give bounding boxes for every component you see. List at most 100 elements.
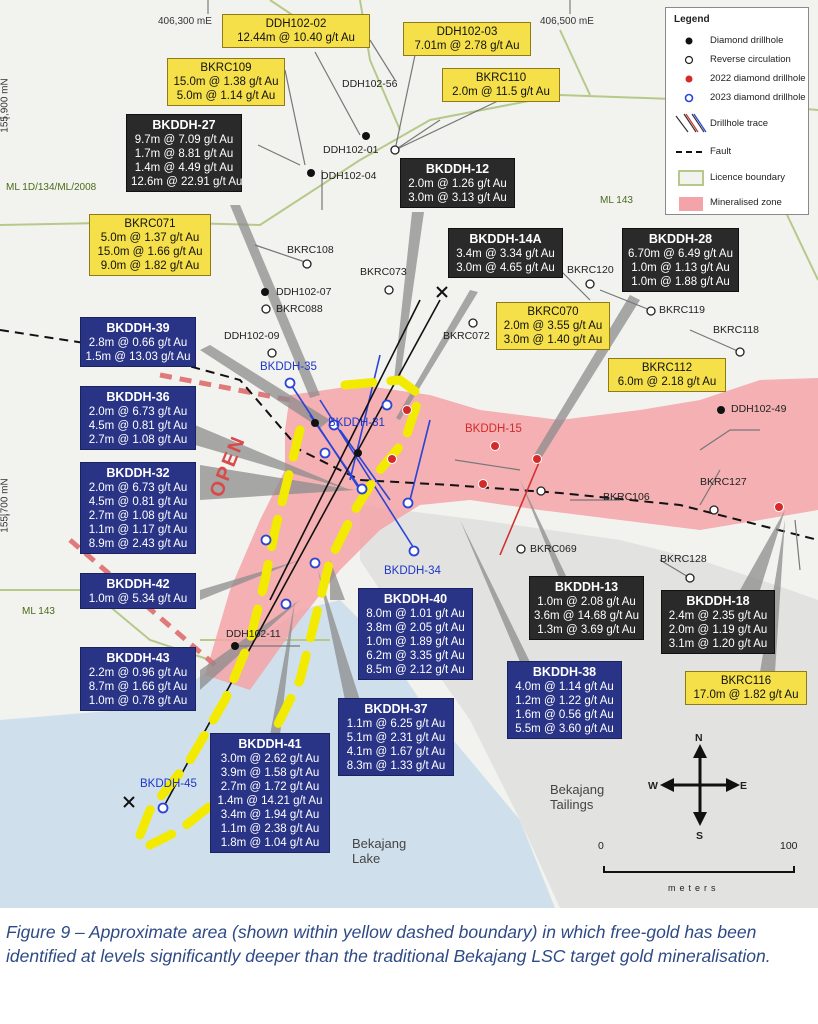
result-box-title: BKDDH-36 — [106, 390, 170, 404]
hole-label: BKRC106 — [603, 491, 650, 503]
result-box-title: BKDDH-28 — [648, 232, 713, 246]
result-box-line: 2.7m @ 1.72 g/t Au — [220, 781, 320, 793]
grid-east-label: 406,300 mE — [158, 16, 212, 27]
result-box-ddh102-03: DDH102-03 7.01m @ 2.78 g/t Au — [403, 22, 531, 56]
result-box-line: 9.0m @ 1.82 g/t Au — [100, 260, 200, 272]
result-box-line: 1.1m @ 2.38 g/t Au — [220, 823, 320, 835]
result-box-line: 8.0m @ 1.01 g/t Au — [366, 608, 465, 620]
leader-lines — [238, 39, 801, 647]
result-box-line: 7.01m @ 2.78 g/t Au — [414, 40, 520, 52]
grid-north-label: 155,700 mN — [0, 478, 11, 533]
result-box-line: 2.2m @ 0.96 g/t Au — [88, 667, 188, 679]
result-box-title: BKDDH-40 — [383, 592, 448, 606]
result-box-line: 2.0m @ 1.19 g/t Au — [668, 624, 768, 636]
result-box-line: 17.0m @ 1.82 g/t Au — [693, 689, 799, 701]
result-box-line: 1.4m @ 14.21 g/t Au — [217, 795, 323, 807]
result-box-line: 1.0m @ 0.78 g/t Au — [88, 695, 188, 707]
result-box-title: BKDDH-32 — [106, 466, 170, 480]
legend-item: 2023 diamond drillhole — [710, 92, 806, 103]
result-box-line: 3.8m @ 2.05 g/t Au — [366, 622, 465, 634]
result-box-line: 1.0m @ 2.08 g/t Au — [537, 596, 636, 608]
result-box-title: BKDDH-41 — [238, 737, 302, 751]
result-box-line: 1.0m @ 1.89 g/t Au — [366, 636, 465, 648]
hole-label: BKRC108 — [287, 244, 334, 256]
result-box-line: 1.8m @ 1.04 g/t Au — [220, 837, 320, 849]
result-box-title: BKDDH-39 — [106, 321, 170, 335]
result-box-line: 3.0m @ 3.13 g/t Au — [408, 192, 507, 204]
legend-item: Licence boundary — [710, 172, 785, 183]
hole-label: BKRC069 — [530, 543, 577, 555]
hole-label: BKRC118 — [713, 324, 759, 336]
result-box-line: 12.44m @ 10.40 g/t Au — [237, 32, 355, 44]
scale-bar — [603, 866, 795, 873]
result-box-ddh102-02: DDH102-02 12.44m @ 10.40 g/t Au — [222, 14, 370, 48]
2022-drillholes — [387, 405, 784, 512]
result-box-line: 15.0m @ 1.66 g/t Au — [97, 246, 203, 258]
result-box-line: 3.0m @ 1.40 g/t Au — [503, 334, 603, 346]
result-box-line: 4.5m @ 0.81 g/t Au — [88, 420, 188, 432]
result-box-line: 2.0m @ 1.26 g/t Au — [408, 178, 507, 190]
result-box-line: 2.8m @ 0.66 g/t Au — [88, 337, 188, 349]
scale-max: 100 — [780, 840, 798, 852]
result-box-title: BKDDH-38 — [532, 665, 597, 679]
compass-north: N — [695, 732, 703, 744]
hole-label: DDH102-11 — [226, 628, 281, 640]
result-box-title: BKDDH-18 — [686, 594, 750, 608]
hole-label: BKRC088 — [276, 303, 323, 315]
result-box-title: BKDDH-27 — [152, 118, 216, 132]
result-box-bkddh-13: BKDDH-13 1.0m @ 2.08 g/t Au 3.6m @ 14.68 g… — [529, 576, 644, 640]
compass-south: S — [696, 830, 704, 842]
result-box-line: 1.7m @ 8.81 g/t Au — [134, 148, 234, 160]
result-box-title: BKDDH-13 — [554, 580, 619, 594]
result-box-line: BKRC070 — [527, 306, 579, 318]
result-box-line: 6.70m @ 6.49 g/t Au — [627, 248, 734, 260]
hole-label: BKDDH-45 — [140, 778, 197, 790]
hole-label: BKRC073 — [360, 266, 407, 278]
result-box-line: 5.0m @ 1.14 g/t Au — [176, 90, 276, 102]
result-box-line: 1.1m @ 1.17 g/t Au — [88, 524, 188, 536]
compass-east: E — [740, 780, 748, 792]
result-box-line: 4.5m @ 0.81 g/t Au — [88, 496, 188, 508]
legend-item: 2022 diamond drillhole — [710, 73, 806, 84]
result-box-line: 3.6m @ 14.68 g/t Au — [534, 610, 640, 622]
result-box-line: 8.5m @ 2.12 g/t Au — [366, 664, 465, 676]
result-box-line: 8.3m @ 1.33 g/t Au — [346, 760, 446, 772]
result-box-line: 1.1m @ 6.25 g/t Au — [346, 718, 446, 730]
result-box-title: BKDDH-14A — [469, 232, 542, 246]
result-box-line: 1.5m @ 13.03 g/t Au — [85, 351, 191, 363]
tailings-label: Bekajang Tailings — [550, 782, 605, 812]
result-box-line: BKRC110 — [475, 72, 527, 84]
result-box-line: 1.0m @ 1.88 g/t Au — [631, 276, 730, 288]
result-box-line: 1.0m @ 5.34 g/t Au — [88, 593, 188, 605]
result-box-line: 8.7m @ 1.66 g/t Au — [88, 681, 188, 693]
hole-label: BKDDH-34 — [384, 565, 441, 577]
hole-label: DDH102-56 — [342, 78, 398, 90]
result-box-line: 1.4m @ 4.49 g/t Au — [134, 162, 234, 174]
result-box-line: BKRC112 — [641, 362, 693, 374]
result-box-line: DDH102-03 — [436, 26, 498, 38]
diamond-drillholes — [231, 132, 725, 650]
compass-rose — [660, 744, 740, 826]
hole-label: BKRC119 — [659, 304, 705, 316]
result-box-line: 2.0m @ 6.73 g/t Au — [88, 482, 188, 494]
hole-label: BKRC128 — [660, 553, 707, 565]
result-box-bkddh-39: BKDDH-39 2.8m @ 0.66 g/t Au 1.5m @ 13.03 g… — [80, 317, 196, 367]
result-box-line: 3.4m @ 1.94 g/t Au — [220, 809, 320, 821]
result-box-line: DDH102-02 — [265, 18, 327, 30]
legend-symbols — [675, 37, 707, 211]
hole-label: BKRC120 — [567, 264, 614, 276]
result-box-line: 8.9m @ 2.43 g/t Au — [88, 538, 188, 550]
result-box-line: 2.4m @ 2.35 g/t Au — [668, 610, 768, 622]
legend-item: Mineralised zone — [710, 197, 782, 208]
result-box-line: 2.0m @ 3.55 g/t Au — [503, 320, 603, 332]
result-box-line: 5.0m @ 1.37 g/t Au — [100, 232, 200, 244]
